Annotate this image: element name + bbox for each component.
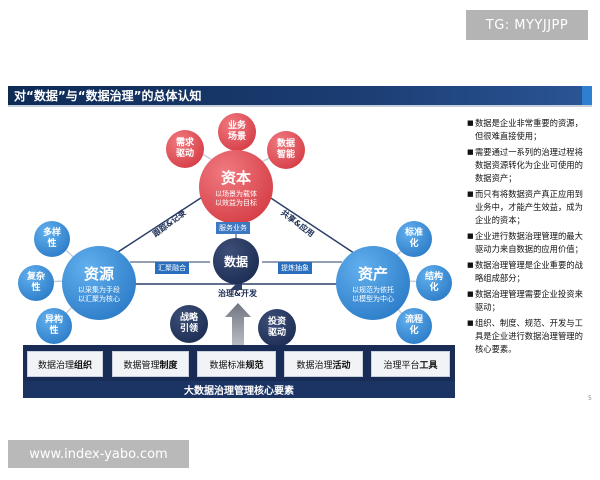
investment-drive-node: 投资 驱动 bbox=[258, 309, 296, 347]
bullet-item: ■需要通过一系列的治理过程将数据资源转化为企业可使用的数据资产； bbox=[467, 146, 589, 185]
data-label: 数据 bbox=[223, 254, 248, 269]
complexity-node: 复杂 性 bbox=[18, 265, 54, 301]
watermark-top: TG: MYYJJPP bbox=[466, 10, 588, 40]
processization-node: 流程 化 bbox=[396, 308, 432, 344]
data-node: 数据 bbox=[213, 238, 259, 284]
element-prefix: 数据治理 bbox=[296, 360, 333, 371]
strategy-lead-node: 战略 引领 bbox=[170, 305, 208, 343]
node-label: 多样 性 bbox=[42, 228, 61, 249]
element-keyword: 活动 bbox=[332, 360, 351, 371]
heterogeneity-node: 异构 性 bbox=[36, 308, 72, 344]
node-label: 业务 场景 bbox=[227, 121, 246, 142]
bullet-item: ■数据治理管理需要企业投资来驱动； bbox=[467, 288, 589, 314]
slide-title: 对“数据”与“数据治理”的总体认知 bbox=[14, 89, 202, 103]
resource-title: 资源 bbox=[83, 264, 114, 283]
bullet-text: 数据是企业非常重要的资源，但很难直接使用； bbox=[475, 118, 583, 141]
watermark-bottom: www.index-yabo.com bbox=[8, 440, 189, 468]
element-prefix: 数据管理 bbox=[123, 360, 160, 371]
element-standard: 数据标准规范 bbox=[197, 351, 276, 377]
bullet-text: 而只有将数据资产真正应用到业务中，才能产生效益，成为企业的资本； bbox=[475, 189, 583, 225]
data-intelligence-node: 数据 智能 bbox=[267, 131, 305, 169]
bullet-square-icon: ■ bbox=[467, 148, 474, 156]
asset-sub1: 以规范为依托 bbox=[352, 285, 394, 294]
bullet-text: 数据治理管理需要企业投资来驱动； bbox=[475, 289, 583, 312]
title-divider bbox=[8, 105, 592, 107]
capital-node: 资本 以场景为载体 以效益为目标 bbox=[199, 150, 273, 224]
bullet-square-icon: ■ bbox=[467, 290, 474, 298]
core-elements-label: 大数据治理管理核心要素 bbox=[23, 381, 455, 398]
capital-title: 资本 bbox=[220, 168, 251, 187]
resource-node: 资源 以采集为手段 以汇聚为核心 bbox=[62, 246, 136, 320]
bullet-item: ■组织、制度、规范、开发与工具是企业进行数据治理管理的核心要素。 bbox=[467, 317, 589, 356]
bullet-item: ■企业进行数据治理管理的最大驱动力来自数据的应用价值； bbox=[467, 230, 589, 256]
up-arrow-icon bbox=[225, 303, 251, 345]
serve-business-tag: 服务业务 bbox=[216, 222, 250, 234]
refine-abstract-tag: 提炼抽象 bbox=[278, 262, 312, 274]
node-label: 流程 化 bbox=[404, 315, 423, 336]
element-system: 数据管理制度 bbox=[112, 351, 189, 377]
summary-bullets: ■数据是企业非常重要的资源，但很难直接使用； ■需要通过一系列的治理过程将数据资… bbox=[467, 117, 589, 359]
node-label: 复杂 性 bbox=[26, 272, 45, 293]
bullet-text: 数据治理管理是企业重要的战略组成部分； bbox=[475, 260, 583, 283]
node-label: 结构 化 bbox=[424, 272, 443, 293]
element-keyword: 规范 bbox=[245, 360, 264, 371]
capital-sub2: 以效益为目标 bbox=[215, 198, 257, 207]
element-organization: 数据治理组织 bbox=[27, 351, 103, 377]
bullet-item: ■数据是企业非常重要的资源，但很难直接使用； bbox=[467, 117, 589, 143]
element-prefix: 数据治理 bbox=[37, 360, 74, 371]
bullet-square-icon: ■ bbox=[467, 190, 474, 198]
gather-fuse-tag: 汇聚融合 bbox=[155, 262, 189, 274]
asset-title: 资产 bbox=[357, 264, 388, 283]
element-keyword: 工具 bbox=[419, 360, 438, 371]
node-label: 投资 驱动 bbox=[267, 317, 286, 338]
node-label: 战略 引领 bbox=[179, 313, 198, 334]
title-accent bbox=[582, 86, 592, 105]
element-prefix: 数据标准 bbox=[209, 360, 246, 371]
resource-sub2: 以汇聚为核心 bbox=[78, 294, 120, 303]
element-keyword: 组织 bbox=[74, 360, 93, 371]
bullet-text: 组织、制度、规范、开发与工具是企业进行数据治理管理的核心要素。 bbox=[475, 318, 583, 354]
bullet-text: 企业进行数据治理管理的最大驱动力来自数据的应用价值； bbox=[475, 231, 583, 254]
page-number: 5 bbox=[588, 395, 592, 402]
node-label: 异构 性 bbox=[44, 315, 63, 336]
demand-driven-node: 需求 驱动 bbox=[166, 130, 204, 168]
bullet-square-icon: ■ bbox=[467, 319, 474, 327]
element-activity: 数据治理活动 bbox=[284, 351, 363, 377]
asset-sub2: 以模型为中心 bbox=[352, 294, 394, 303]
bullet-square-icon: ■ bbox=[467, 261, 474, 269]
diversity-node: 多样 性 bbox=[34, 221, 70, 257]
bullet-text: 需要通过一系列的治理过程将数据资源转化为企业可使用的数据资产； bbox=[475, 147, 583, 183]
node-label: 需求 驱动 bbox=[175, 138, 194, 159]
node-label: 标准 化 bbox=[404, 228, 423, 249]
structuring-node: 结构 化 bbox=[416, 265, 452, 301]
asset-node: 资产 以规范为依托 以模型为中心 bbox=[336, 246, 410, 320]
bullet-item: ■而只有将数据资产真正应用到业务中，才能产生效益，成为企业的资本； bbox=[467, 188, 589, 227]
bullet-square-icon: ■ bbox=[467, 119, 474, 127]
bullet-square-icon: ■ bbox=[467, 232, 474, 240]
resource-sub1: 以采集为手段 bbox=[78, 285, 120, 294]
capital-sub1: 以场景为载体 bbox=[215, 189, 257, 198]
element-keyword: 制度 bbox=[159, 360, 178, 371]
bullet-item: ■数据治理管理是企业重要的战略组成部分； bbox=[467, 259, 589, 285]
standardization-node: 标准 化 bbox=[396, 221, 432, 257]
element-tool: 治理平台工具 bbox=[371, 351, 450, 377]
govern-develop-label: 治理&开发 bbox=[218, 289, 257, 298]
node-label: 数据 智能 bbox=[276, 139, 295, 160]
slide-title-bar: 对“数据”与“数据治理”的总体认知 bbox=[8, 86, 592, 105]
element-prefix: 治理平台 bbox=[383, 360, 420, 371]
business-scenario-node: 业务 场景 bbox=[218, 113, 256, 151]
